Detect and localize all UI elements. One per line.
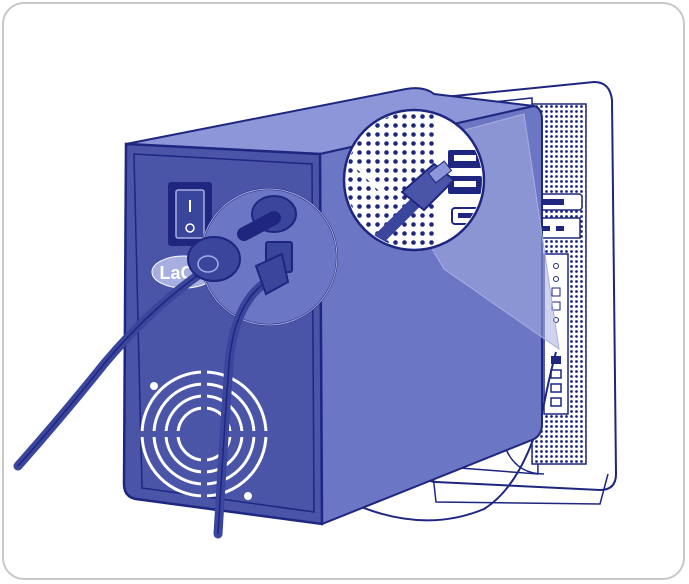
connection-illustration: LaCie	[4, 4, 685, 580]
power-plug	[188, 237, 240, 281]
